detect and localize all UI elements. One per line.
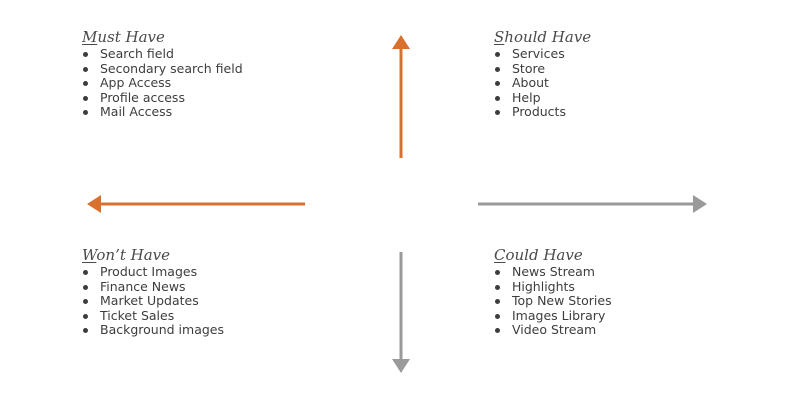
item-list: News Stream Highlights Top New Stories I… (494, 264, 734, 338)
title-initial: S (494, 28, 505, 46)
list-item: Mail Access (82, 105, 322, 120)
title-initial: M (82, 28, 98, 46)
item-list: Services Store About Help Products (494, 46, 734, 120)
title-rest: hould Have (504, 28, 592, 46)
quadrant-title: Must Have (82, 27, 322, 47)
list-item: Help (494, 90, 734, 106)
list-item: App Access (82, 76, 322, 91)
arrow-down-icon (392, 252, 410, 373)
title-rest: ust Have (97, 28, 165, 46)
arrow-up-icon (392, 35, 410, 158)
quadrant-title: Could Have (494, 245, 734, 265)
quadrant-title: Should Have (494, 27, 734, 47)
quadrant-must-have: Must Have Search field Secondary search … (82, 27, 322, 120)
list-item: Finance News (82, 279, 322, 295)
list-item: Search field (82, 46, 322, 62)
item-list: Product Images Finance News Market Updat… (82, 264, 322, 338)
list-item: Secondary search field (82, 61, 322, 77)
title-rest: on’t Have (96, 246, 171, 264)
list-item: Video Stream (494, 323, 734, 338)
list-item: Background images (82, 323, 322, 338)
list-item: Services (494, 46, 734, 62)
title-initial: C (494, 246, 506, 264)
list-item: Product Images (82, 264, 322, 280)
quadrant-title: Won’t Have (82, 245, 322, 265)
list-item: Ticket Sales (82, 308, 322, 324)
quadrant-should-have: Should Have Services Store About Help Pr… (494, 27, 734, 120)
title-rest: ould Have (505, 246, 583, 264)
list-item: News Stream (494, 264, 734, 280)
list-item: Profile access (82, 90, 322, 106)
list-item: About (494, 76, 734, 91)
list-item: Images Library (494, 308, 734, 324)
list-item: Store (494, 61, 734, 77)
arrow-left-icon (87, 195, 305, 213)
list-item: Market Updates (82, 294, 322, 309)
list-item: Products (494, 105, 734, 120)
arrow-right-icon (478, 195, 707, 213)
list-item: Highlights (494, 279, 734, 295)
title-initial: W (82, 246, 97, 264)
quadrant-could-have: Could Have News Stream Highlights Top Ne… (494, 245, 734, 338)
list-item: Top New Stories (494, 294, 734, 309)
quadrant-wont-have: Won’t Have Product Images Finance News M… (82, 245, 322, 338)
item-list: Search field Secondary search field App … (82, 46, 322, 120)
